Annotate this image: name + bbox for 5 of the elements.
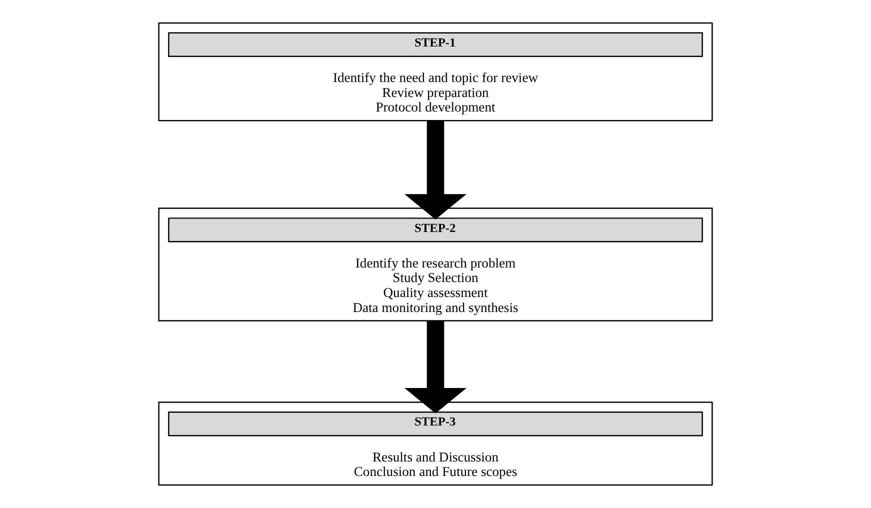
- node-box: STEP-2: [168, 218, 703, 242]
- arrow: [404, 320, 467, 414]
- node-box: STEP-3: [168, 411, 703, 436]
- arrow: [404, 120, 467, 220]
- node-box: STEP-1: [168, 32, 703, 57]
